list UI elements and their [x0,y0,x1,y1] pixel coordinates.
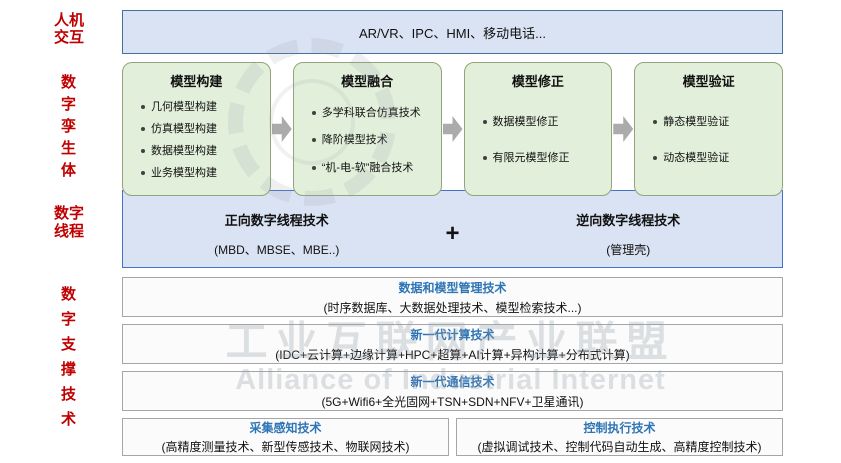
list-item-label: 仿真模型构建 [151,123,217,135]
model-correction-title: 模型修正 [511,74,564,89]
list-item-label: 业务模型构建 [151,167,217,179]
sensing-tech-title: 采集感知技术 [249,421,322,435]
forward-thread-sub: (MBD、MBSE、MBE..) [214,243,340,257]
list-item-label: 多学科联合仿真技术 [321,106,421,119]
data-model-management-row: 数据和模型管理技术 (时序数据库、大数据处理技术、模型检索技术...) [122,277,783,317]
list-item-label: 几何模型构建 [151,101,217,113]
flow-arrow-icon [271,116,292,142]
flow-arrow-icon [442,116,463,142]
bullet-icon [141,105,145,109]
model-build-title: 模型构建 [170,74,223,89]
sensing-tech-sub: (高精度测量技术、新型传感技术、物联网技术) [161,440,410,454]
flow-arrow-icon [613,116,634,142]
model-fusion-title: 模型融合 [341,74,394,89]
list-item-label: 有限元模型修正 [492,152,570,165]
model-validation-list: 静态模型验证 动态模型验证 [641,92,776,189]
computing-tech-row: 新一代计算技术 (IDC+云计算+边缘计算+HPC+超算+AI计算+异构计算+分… [122,324,783,364]
sensing-tech-box: 采集感知技术 (高精度测量技术、新型传感技术、物联网技术) [122,418,449,456]
model-process-row: 模型构建 几何模型构建 仿真模型构建 数据模型构建 业务模型构建 模型融合 多学… [122,62,783,196]
computing-tech-sub: (IDC+云计算+边缘计算+HPC+超算+AI计算+异构计算+分布式计算) [275,347,630,362]
data-model-management-sub: (时序数据库、大数据处理技术、模型检索技术...) [323,300,582,315]
bullet-icon [311,110,316,115]
sidebar-label-digital-support-tech: 数字支撑技术 [60,286,76,428]
list-item: 静态模型验证 [653,116,776,129]
bullet-icon [482,119,487,124]
bullet-icon [653,119,658,124]
diagram-main-column: AR/VR、IPC、HMI、移动电话... 模型构建 几何模型构建 仿真模型构建… [122,10,783,456]
bullet-icon [482,156,487,161]
model-fusion-box: 模型融合 多学科联合仿真技术 降阶模型技术 “机-电-软”融合技术 [292,62,442,196]
reverse-thread-title: 逆向数字线程技术 [576,213,681,228]
bullet-icon [311,138,316,142]
list-item-label: 数据模型修正 [492,115,559,128]
bullet-icon [141,127,145,131]
list-item-label: 动态模型验证 [663,152,730,165]
model-build-box: 模型构建 几何模型构建 仿真模型构建 数据模型构建 业务模型构建 [122,62,271,196]
model-build-list: 几何模型构建 仿真模型构建 数据模型构建 业务模型构建 [129,92,264,189]
control-execution-box: 控制执行技术 (虚拟调试技术、控制代码自动生成、高精度控制技术) [456,418,783,456]
reverse-thread-block: 逆向数字线程技术 (管理壳) [475,210,783,258]
sidebar-label-human-machine-interaction: 人机交互 [53,12,84,46]
list-item: 数据模型修正 [482,115,606,129]
model-validation-title: 模型验证 [682,74,735,89]
list-item: 有限元模型修正 [482,152,606,165]
model-validation-box: 模型验证 静态模型验证 动态模型验证 [634,62,783,196]
list-item: 多学科联合仿真技术 [311,106,435,120]
list-item-label: 降阶模型技术 [321,134,388,146]
bullet-icon [141,149,145,153]
hmi-layer-text: AR/VR、IPC、HMI、移动电话... [358,25,547,41]
reverse-thread-sub: (管理壳) [606,243,651,257]
digital-thread-band: 正向数字线程技术 (MBD、MBSE、MBE..) + 逆向数字线程技术 (管理… [122,190,783,268]
bullet-icon [311,165,316,170]
list-item: 几何模型构建 [141,101,264,114]
data-model-management-title: 数据和模型管理技术 [398,280,507,295]
control-execution-sub: (虚拟调试技术、控制代码自动生成、高精度控制技术) [477,440,762,454]
plus-sign: + [445,220,460,247]
list-item-label: 数据模型构建 [151,145,217,157]
list-item: “机-电-软”融合技术 [311,161,435,175]
computing-tech-title: 新一代计算技术 [410,327,495,342]
list-item: 业务模型构建 [141,167,264,180]
model-correction-box: 模型修正 数据模型修正 有限元模型修正 [463,62,613,196]
list-item-label: 静态模型验证 [663,115,730,128]
model-correction-list: 数据模型修正 有限元模型修正 [471,92,606,189]
list-item: 仿真模型构建 [141,123,264,136]
bullet-icon [141,171,145,175]
forward-thread-title: 正向数字线程技术 [224,213,329,228]
communication-tech-title: 新一代通信技术 [410,374,495,389]
hmi-layer-bar: AR/VR、IPC、HMI、移动电话... [122,10,783,54]
sidebar-label-digital-thread: 数字线程 [53,205,84,240]
communication-tech-row: 新一代通信技术 (5G+Wifi6+全光固网+TSN+SDN+NFV+卫星通讯) [122,371,783,411]
list-item-label: “机-电-软”融合技术 [321,161,414,174]
sidebar-label-digital-twin-body: 数字孪生体 [60,74,76,179]
list-item: 动态模型验证 [653,152,776,165]
communication-tech-sub: (5G+Wifi6+全光固网+TSN+SDN+NFV+卫星通讯) [321,394,584,409]
list-item: 降阶模型技术 [311,134,435,147]
bottom-row: 采集感知技术 (高精度测量技术、新型传感技术、物联网技术) 控制执行技术 (虚拟… [122,418,783,456]
forward-thread-block: 正向数字线程技术 (MBD、MBSE、MBE..) [123,210,431,258]
control-execution-title: 控制执行技术 [583,421,656,435]
bullet-icon [653,156,658,161]
list-item: 数据模型构建 [141,145,264,158]
model-fusion-list: 多学科联合仿真技术 降阶模型技术 “机-电-软”融合技术 [300,92,435,189]
